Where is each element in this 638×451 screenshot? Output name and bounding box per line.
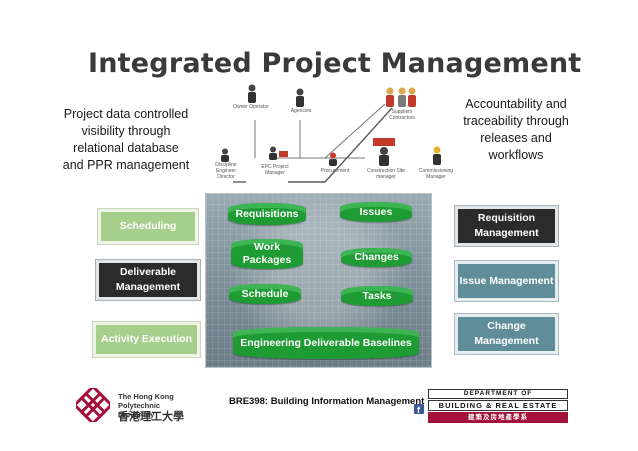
network-line: [324, 103, 386, 159]
construction-person-icon: [373, 138, 395, 166]
owner-person-icon: [248, 84, 256, 103]
role-suppliers: Suppliers Contractors: [389, 109, 415, 121]
cylinder-changes[interactable]: Changes: [341, 248, 412, 267]
page-title: Integrated Project Management: [88, 48, 582, 79]
university-name-en: The Hong Kong Polytechnic University: [118, 392, 174, 419]
facebook-icon[interactable]: f: [414, 404, 424, 414]
cylinder-requisitions[interactable]: Requisitions: [228, 203, 306, 225]
course-title: BRE398: Building Information Management: [229, 396, 425, 407]
university-name-zh: 香港理工大學: [118, 411, 184, 423]
deliverable-management-box[interactable]: Deliverable Management: [95, 259, 201, 301]
discipline-person-icon: [221, 148, 229, 162]
polyu-logo-icon: [76, 388, 110, 422]
agencies-person-icon: [296, 88, 304, 107]
scheduling-box[interactable]: Scheduling: [97, 208, 199, 245]
role-epc: EPC Project Manager: [261, 164, 289, 176]
svg-text:f: f: [417, 405, 421, 414]
change-management-box[interactable]: Change Management: [454, 313, 559, 355]
note-left: Project data controlled visibility throu…: [62, 107, 190, 172]
note-right: Accountability and traceability through …: [463, 97, 569, 162]
activity-execution-box[interactable]: Activity Execution: [92, 321, 201, 358]
procurement-person-icon: [329, 152, 337, 166]
cylinder-issues[interactable]: Issues: [340, 202, 412, 222]
role-agencies: Agencies: [290, 108, 312, 114]
cylinder-tasks[interactable]: Tasks: [341, 286, 413, 306]
role-procurement: Procurement: [320, 168, 350, 174]
role-commissioning: Commissioning Manager: [418, 168, 454, 180]
department-block: DEPARTMENT OF BUILDING & REAL ESTATE 建築及…: [428, 389, 568, 423]
cylinder-schedule[interactable]: Schedule: [229, 284, 301, 304]
cylinder-work-packages[interactable]: Work Packages: [231, 239, 303, 269]
department-line2: BUILDING & REAL ESTATE: [428, 400, 568, 411]
cylinder-baselines[interactable]: Engineering Deliverable Baselines: [233, 327, 419, 359]
epc-person-icon: [269, 146, 288, 160]
requisition-management-box[interactable]: Requisition Management: [454, 205, 559, 247]
network-arrow: [288, 107, 393, 183]
department-line1: DEPARTMENT OF: [428, 389, 568, 399]
issue-management-box[interactable]: Issue Management: [454, 260, 559, 302]
role-owner: Owner Operator: [233, 104, 269, 110]
role-discipline: Discipline Engineer Director: [215, 162, 237, 180]
role-construction: Construction Site manager: [366, 168, 406, 180]
department-zh: 建築及房地產學系: [428, 412, 568, 423]
suppliers-group-icon: [386, 87, 416, 107]
commissioning-person-icon: [433, 146, 441, 165]
